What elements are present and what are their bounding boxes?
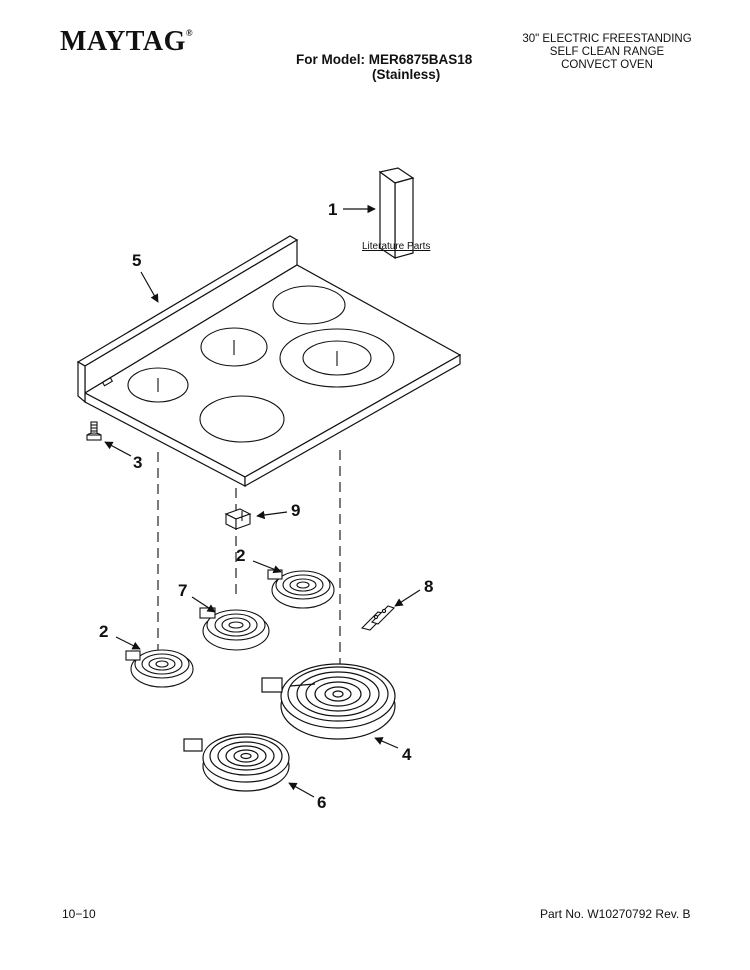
callout-9: 9 (291, 501, 300, 520)
description-line-1: 30" ELECTRIC FREESTANDING (522, 33, 692, 45)
bracket (360, 605, 396, 631)
model-variant: (Stainless) (372, 67, 441, 82)
literature-parts-label: Literature Parts (362, 241, 430, 252)
model-number: For Model: MER6875BAS18 (296, 52, 473, 67)
callout-2-left-arrow (115, 636, 141, 650)
surface-element-mid (199, 607, 270, 651)
cooktop-glass (76, 235, 462, 488)
callout-5: 5 (132, 251, 141, 270)
callout-1: 1 (328, 200, 337, 219)
surface-element-small-right (267, 569, 335, 609)
callout-7-arrow (191, 596, 216, 613)
callout-4-arrow (374, 737, 399, 749)
maytag-logo: MAYTAG® (60, 26, 194, 57)
callout-5-arrow (140, 271, 159, 303)
callout-8-arrow (394, 589, 421, 607)
callout-4: 4 (402, 745, 412, 764)
screw (86, 421, 102, 441)
part-number: Part No. W10270792 Rev. B (540, 907, 691, 921)
callout-3-arrow (104, 441, 132, 457)
callout-9-arrow (256, 510, 288, 520)
description-line-3: CONVECT OVEN (561, 59, 653, 71)
callout-3: 3 (133, 453, 142, 472)
surface-element-bottom (183, 733, 290, 792)
cooktop-burner-marks (101, 285, 395, 443)
surface-element-large (261, 663, 396, 740)
description-line-2: SELF CLEAN RANGE (549, 46, 665, 58)
callout-8: 8 (424, 577, 433, 596)
alignment-lines (157, 450, 341, 665)
surface-element-small-left (125, 649, 194, 688)
callout-7: 7 (178, 581, 187, 600)
callout-6-arrow (288, 782, 315, 798)
callout-2-left: 2 (99, 622, 108, 641)
callout-2-right-arrow (252, 560, 282, 574)
clip (224, 508, 252, 530)
date-code: 10−10 (62, 907, 96, 921)
callout-6: 6 (317, 793, 326, 812)
product-description: 30" ELECTRIC FREESTANDING SELF CLEAN RAN… (502, 33, 712, 72)
literature-booklet (378, 167, 415, 260)
callout-2-right: 2 (236, 546, 245, 565)
